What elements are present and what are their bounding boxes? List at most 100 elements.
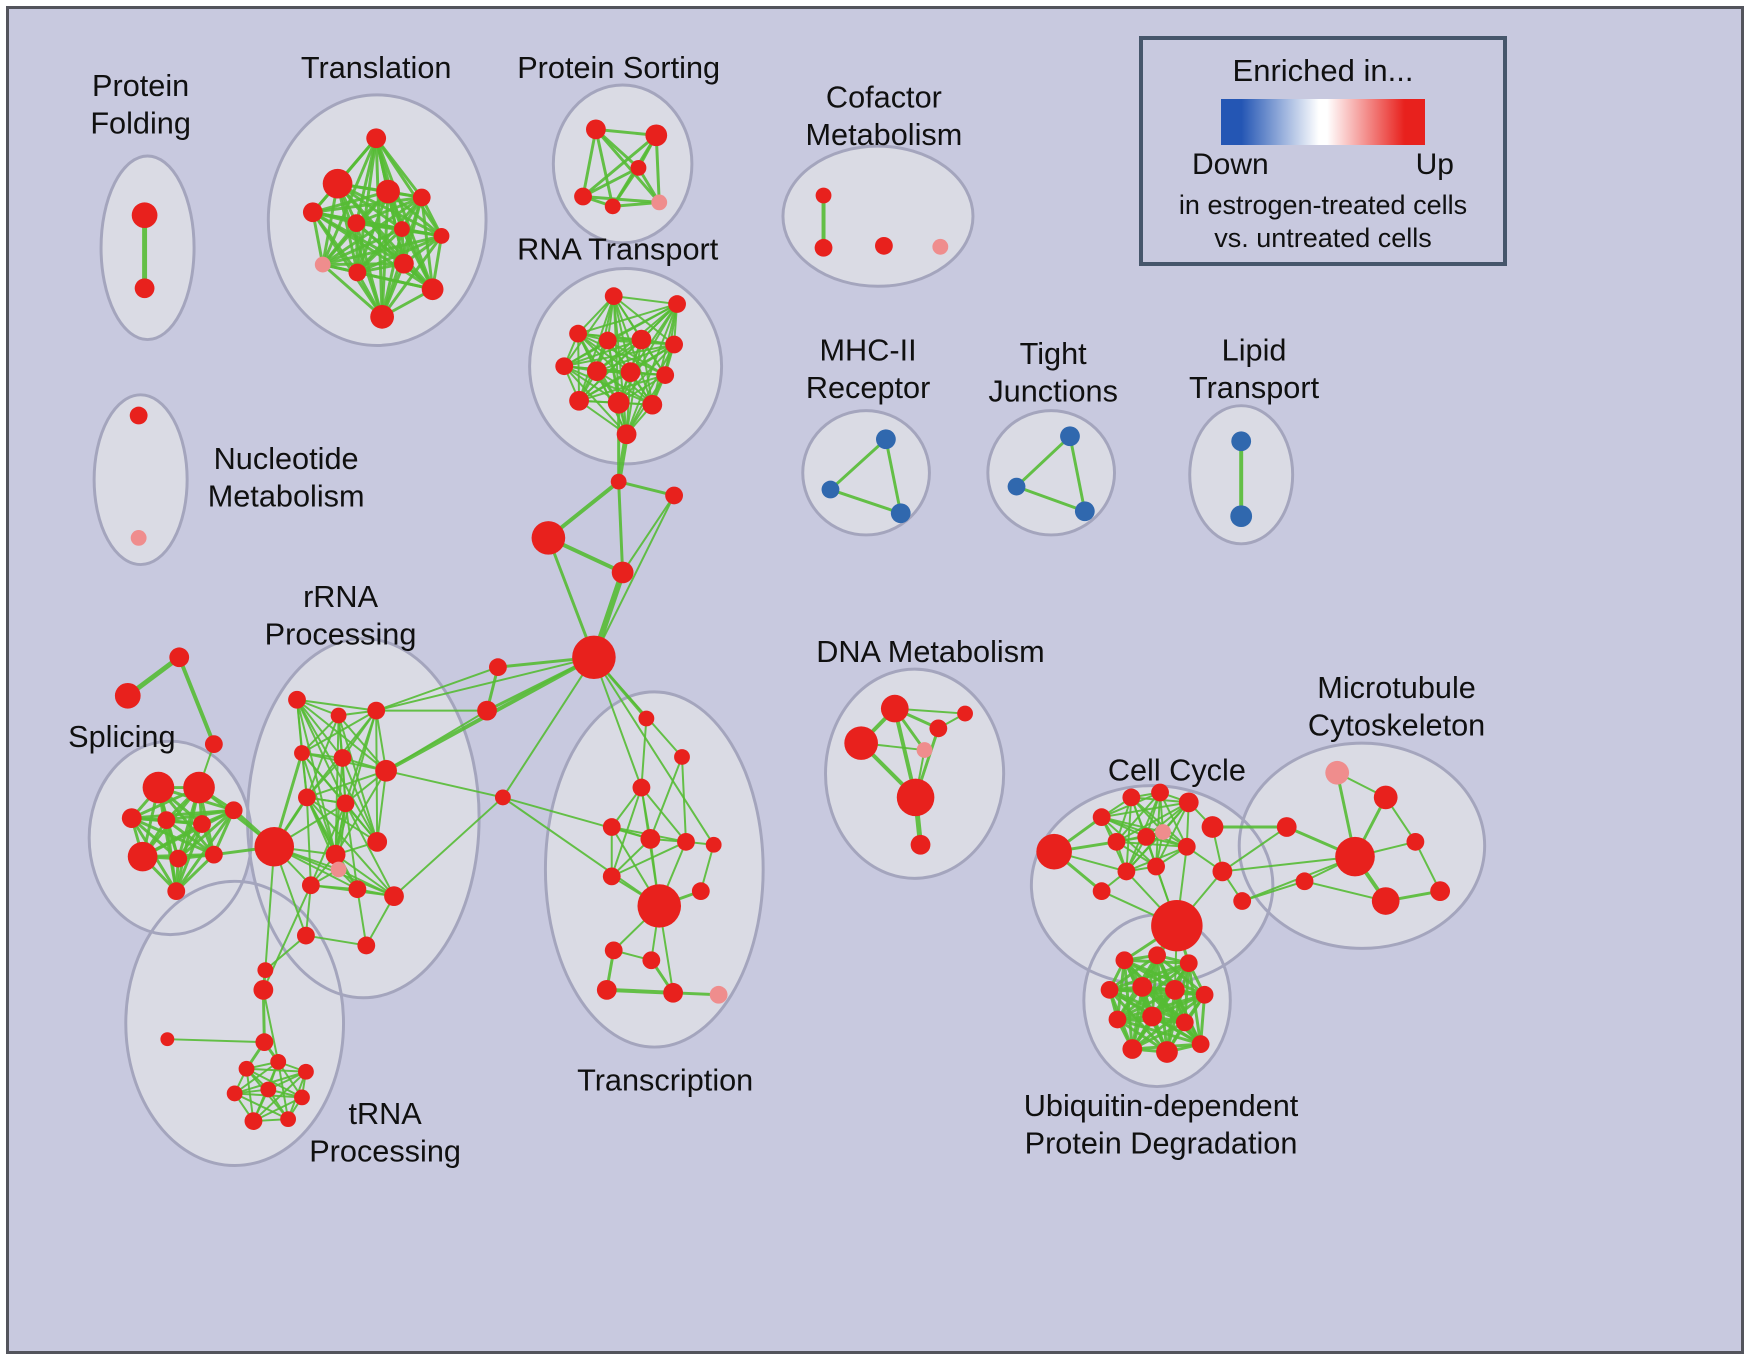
- graph-node-lt2: [1230, 505, 1253, 528]
- graph-node-tn9: [294, 1089, 310, 1106]
- graph-node-tn8: [260, 1081, 277, 1098]
- graph-edge: [577, 303, 679, 335]
- graph-node-pf1: [131, 202, 158, 229]
- cluster-label-splicing: Splicing: [68, 720, 175, 754]
- graph-node-cc4: [1151, 783, 1169, 802]
- graph-node-ch4: [611, 561, 634, 584]
- graph-node-cc9: [1155, 824, 1171, 840]
- graph-edge: [355, 270, 435, 291]
- graph-node-cc12: [1147, 857, 1165, 876]
- graph-node-tc9: [602, 867, 621, 886]
- graph-edge: [595, 343, 676, 373]
- graph-node-tj2: [1007, 477, 1026, 496]
- graph-node-cc13: [1212, 861, 1233, 882]
- graph-node-tr13: [370, 305, 394, 329]
- graph-edge: [309, 802, 347, 887]
- graph-node-ub11: [1122, 1039, 1143, 1059]
- graph-edge: [1303, 880, 1387, 903]
- graph-node-ps1: [586, 119, 606, 140]
- graph-edge: [233, 1060, 280, 1095]
- cluster-outline-tight-junctions: [986, 409, 1116, 537]
- graph-node-tr6: [347, 214, 366, 233]
- legend-down-label: Down: [1192, 148, 1269, 181]
- cluster-outline-splicing: [87, 739, 253, 937]
- graph-node-mt8: [1430, 881, 1451, 902]
- graph-edge: [321, 227, 404, 267]
- graph-node-rt5: [631, 329, 652, 350]
- graph-node-mh3: [890, 503, 911, 524]
- cluster-ellipse-dna-metabolism: [825, 669, 1004, 879]
- graph-edge: [374, 136, 435, 291]
- cluster-outline-protein-sorting: [551, 83, 694, 245]
- graph-node-tr5: [412, 188, 431, 207]
- graph-edge: [321, 262, 406, 267]
- graph-edge: [176, 808, 236, 861]
- cluster-label-translation: Translation: [301, 51, 452, 85]
- graph-node-rr10: [325, 844, 346, 865]
- graph-edge: [375, 656, 595, 712]
- graph-node-nm2: [130, 530, 147, 546]
- cluster-outline-nucleotide-metabolism: [92, 393, 189, 567]
- graph-node-dm1: [880, 694, 909, 723]
- graph-node-ub2: [1148, 946, 1166, 965]
- graph-node-cm4: [932, 238, 949, 255]
- cluster-label-cell-cycle: Cell Cycle: [1108, 754, 1246, 788]
- graph-edge: [321, 234, 443, 267]
- graph-edge: [617, 480, 676, 497]
- graph-edge: [321, 195, 424, 267]
- graph-node-rt11: [569, 390, 589, 411]
- graph-edge: [592, 656, 683, 758]
- graph-node-rr17: [357, 936, 376, 955]
- graph-node-ub8: [1108, 1010, 1127, 1029]
- graph-node-rt7: [555, 357, 574, 376]
- graph-edge: [245, 1067, 303, 1099]
- graph-node-cc6: [1201, 816, 1224, 838]
- graph-edge: [604, 987, 676, 995]
- graph-edge: [356, 888, 368, 947]
- graph-edge: [563, 365, 628, 436]
- graph-edge: [341, 756, 379, 843]
- graph-edge: [594, 127, 615, 208]
- graph-edge: [1165, 961, 1191, 1054]
- graph-node-tr8: [433, 228, 450, 244]
- graph-node-cc16: [1233, 892, 1252, 910]
- graph-node-rr11: [367, 831, 388, 852]
- graph-node-tc4: [602, 818, 621, 836]
- graph-node-sp4: [157, 811, 176, 830]
- cluster-outline-translation: [266, 93, 488, 347]
- graph-node-lt1: [1231, 431, 1252, 452]
- cluster-outline-lipid-transport: [1188, 404, 1295, 546]
- legend-up-label: Up: [1415, 148, 1454, 181]
- graph-edge: [1115, 988, 1177, 1021]
- graph-edge: [649, 755, 683, 840]
- graph-node-rr1: [288, 690, 306, 709]
- graph-node-tr12: [421, 278, 444, 301]
- graph-node-ub5: [1132, 977, 1153, 997]
- graph-node-rt3: [569, 324, 587, 343]
- graph-node-ps5: [604, 198, 621, 215]
- graph-node-iso3: [494, 789, 511, 806]
- cluster-outline-cofactor-metabolism: [781, 144, 975, 288]
- graph-edge: [337, 714, 388, 772]
- graph-edge: [640, 717, 648, 789]
- graph-node-ub1: [1115, 951, 1134, 970]
- graph-edge: [640, 786, 687, 843]
- graph-node-ch3: [531, 521, 566, 555]
- graph-edge: [621, 494, 676, 574]
- graph-edge: [592, 656, 715, 846]
- graph-node-rr8: [336, 794, 355, 813]
- graph-edge: [300, 709, 378, 755]
- cluster-label-dna-metabolism: DNA Metabolism: [816, 635, 1044, 669]
- graph-edge: [311, 190, 390, 214]
- graph-node-ub9: [1142, 1006, 1163, 1027]
- graph-edge: [344, 802, 359, 891]
- legend-scale-labels: Down Up: [1192, 148, 1454, 182]
- graph-node-mt4: [1335, 836, 1375, 877]
- graph-edge: [612, 295, 679, 306]
- graph-node-tc10: [691, 882, 710, 901]
- graph-edge: [828, 437, 888, 492]
- graph-edge: [578, 374, 667, 402]
- graph-edge: [1155, 801, 1190, 868]
